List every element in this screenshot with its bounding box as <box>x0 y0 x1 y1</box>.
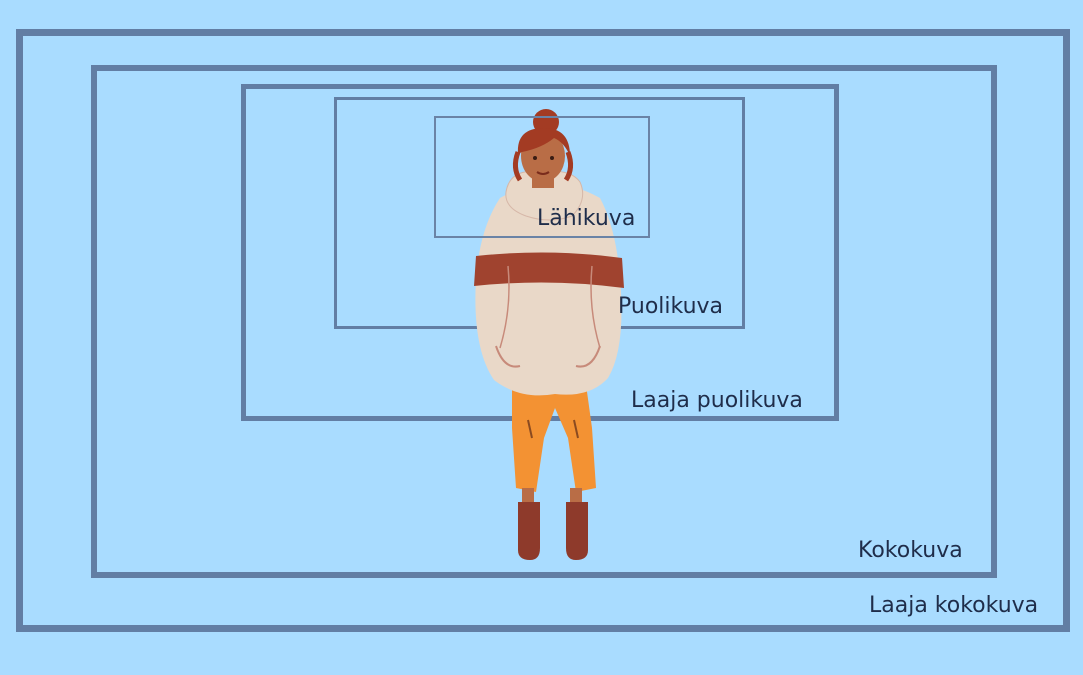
hair <box>517 128 570 156</box>
pants <box>512 370 596 492</box>
label-lahikuva: Lähikuva <box>537 206 636 231</box>
frame-kokokuva <box>91 65 997 578</box>
label-laaja-puolikuva: Laaja puolikuva <box>631 388 803 413</box>
sweater-stripe <box>474 252 624 288</box>
frame-laaja-kokokuva <box>16 29 1070 632</box>
left-boot <box>518 502 540 560</box>
label-puolikuva: Puolikuva <box>618 294 724 319</box>
label-kokokuva: Kokokuva <box>858 538 963 563</box>
label-laaja-kokokuva: Laaja kokokuva <box>869 593 1039 618</box>
frame-lahikuva <box>434 116 650 238</box>
right-boot <box>566 502 588 560</box>
